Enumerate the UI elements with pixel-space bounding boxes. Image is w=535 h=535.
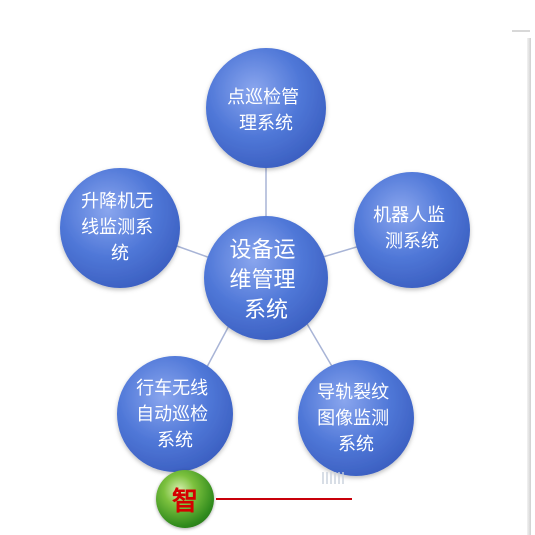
node-circle	[60, 168, 180, 288]
node-label-line: 系统	[244, 298, 288, 323]
node-label-line: 图像监测	[317, 408, 389, 429]
svg-text:机器人监 测系统: 机器人监 测系统	[373, 205, 451, 252]
node-circle	[206, 48, 326, 168]
svg-text:升降机无 线监测系 统: 升降机无 线监测系 统	[81, 191, 159, 264]
svg-text:设备运 维管理 系统: 设备运 维管理 系统	[229, 238, 302, 323]
node-top: 点巡检管 理系统	[206, 48, 326, 168]
node-label-line: 自动巡检	[136, 404, 208, 425]
node-label-line: 测系统	[385, 231, 439, 252]
node-circle	[204, 216, 328, 340]
node-label-line: 设备运	[229, 238, 295, 263]
node-label-line: 统	[111, 243, 129, 264]
svg-text:点巡检管 理系统: 点巡检管 理系统	[227, 87, 305, 134]
node-circle	[117, 356, 233, 472]
node-label-line: 线监测系	[81, 217, 153, 238]
node-label-line: 理系统	[239, 113, 293, 134]
node-label-line: 点巡检管	[227, 87, 299, 108]
logo-char: 智	[171, 486, 198, 517]
node-circle	[298, 360, 414, 476]
node-center: 设备运 维管理 系统	[204, 216, 328, 340]
frame-corner	[512, 30, 530, 32]
logo-fragment	[322, 472, 346, 484]
svg-text:导轨裂纹 图像监测 系统: 导轨裂纹 图像监测 系统	[317, 382, 395, 455]
node-label-line: 系统	[157, 430, 193, 451]
node-label-line: 升降机无	[81, 191, 153, 212]
logo-underline	[216, 498, 352, 500]
node-label-line: 机器人监	[373, 205, 445, 226]
frame-edge	[527, 38, 531, 535]
node-label-line: 维管理	[229, 268, 295, 293]
node-left: 升降机无 线监测系 统	[60, 168, 180, 288]
node-right: 机器人监 测系统	[354, 172, 470, 288]
node-circle	[354, 172, 470, 288]
node-bottom-right: 导轨裂纹 图像监测 系统	[298, 360, 414, 476]
node-label-line: 系统	[338, 434, 374, 455]
svg-text:行车无线 自动巡检 系统: 行车无线 自动巡检 系统	[136, 378, 214, 451]
node-label-line: 导轨裂纹	[317, 382, 389, 403]
node-label-line: 行车无线	[136, 378, 208, 399]
globe-logo-icon: 智	[156, 470, 214, 528]
node-bottom-left: 行车无线 自动巡检 系统	[117, 356, 233, 472]
